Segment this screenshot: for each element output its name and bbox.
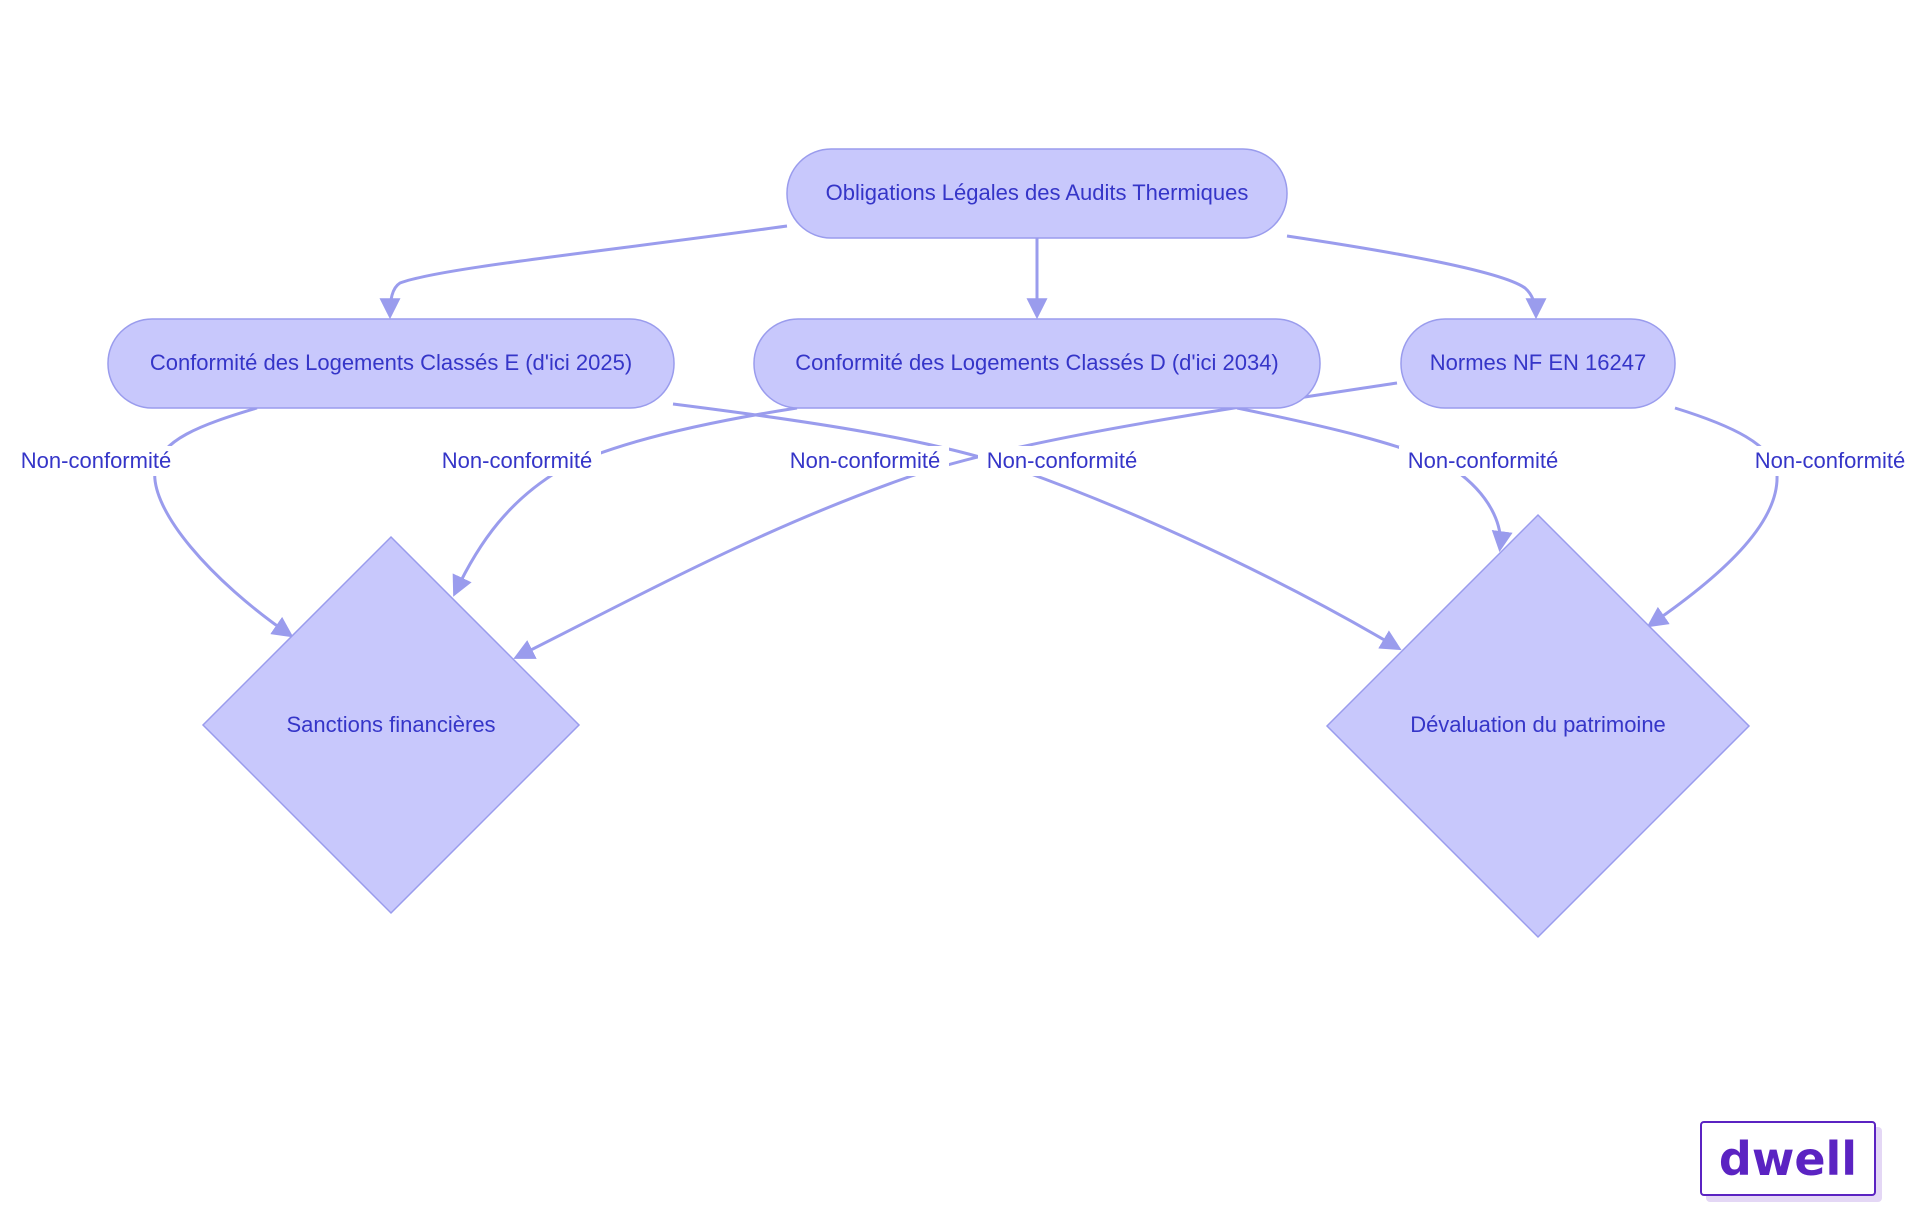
edge-label-norms-to-devaluation: Non-conformité	[1746, 446, 1914, 476]
edge-label-d-to-devaluation: Non-conformité	[1399, 446, 1567, 476]
node-sanctions-label: Sanctions financières	[286, 712, 495, 737]
svg-text:Non-conformité: Non-conformité	[1755, 448, 1905, 473]
node-class-d-label: Conformité des Logements Classés D (d'ic…	[795, 350, 1279, 375]
node-root: Obligations Légales des Audits Thermique…	[786, 148, 1288, 239]
svg-text:Non-conformité: Non-conformité	[1408, 448, 1558, 473]
edge-root-to-class-e	[379, 224, 788, 320]
node-class-e-label: Conformité des Logements Classés E (d'ic…	[150, 350, 632, 375]
svg-text:Non-conformité: Non-conformité	[21, 448, 171, 473]
edge-class-d-to-sanctions	[452, 406, 798, 597]
edge-class-d-to-devaluation	[1236, 406, 1513, 553]
edge-label-d-to-sanctions: Non-conformité	[433, 446, 601, 476]
node-root-label: Obligations Légales des Audits Thermique…	[826, 180, 1249, 205]
node-class-d: Conformité des Logements Classés D (d'ic…	[753, 318, 1321, 409]
node-devaluation: Dévaluation du patrimoine	[1325, 513, 1751, 939]
svg-text:Non-conformité: Non-conformité	[790, 448, 940, 473]
dwell-logo: dwell	[1700, 1121, 1876, 1196]
edge-norms-to-sanctions	[513, 381, 1398, 659]
edge-root-to-norms	[1286, 234, 1547, 320]
svg-text:Non-conformité: Non-conformité	[987, 448, 1137, 473]
node-devaluation-label: Dévaluation du patrimoine	[1410, 712, 1666, 737]
edge-label-e-to-sanctions: Non-conformité	[12, 446, 180, 476]
edge-class-e-to-sanctions	[153, 406, 294, 638]
node-norms: Normes NF EN 16247	[1400, 318, 1676, 409]
edge-label-e-to-devaluation: Non-conformité	[781, 446, 949, 476]
nodes: Obligations Légales des Audits Thermique…	[107, 148, 1751, 939]
edge-label-norms-to-sanctions: Non-conformité	[978, 446, 1146, 476]
edge-norms-to-devaluation	[1646, 406, 1779, 628]
node-class-e: Conformité des Logements Classés E (d'ic…	[107, 318, 675, 409]
svg-text:Non-conformité: Non-conformité	[442, 448, 592, 473]
dwell-logo-text: dwell	[1718, 1131, 1858, 1186]
node-norms-label: Normes NF EN 16247	[1430, 350, 1646, 375]
edge-labels: Non-conformité Non-conformité Non-confor…	[12, 446, 1914, 476]
node-sanctions: Sanctions financières	[201, 535, 581, 915]
